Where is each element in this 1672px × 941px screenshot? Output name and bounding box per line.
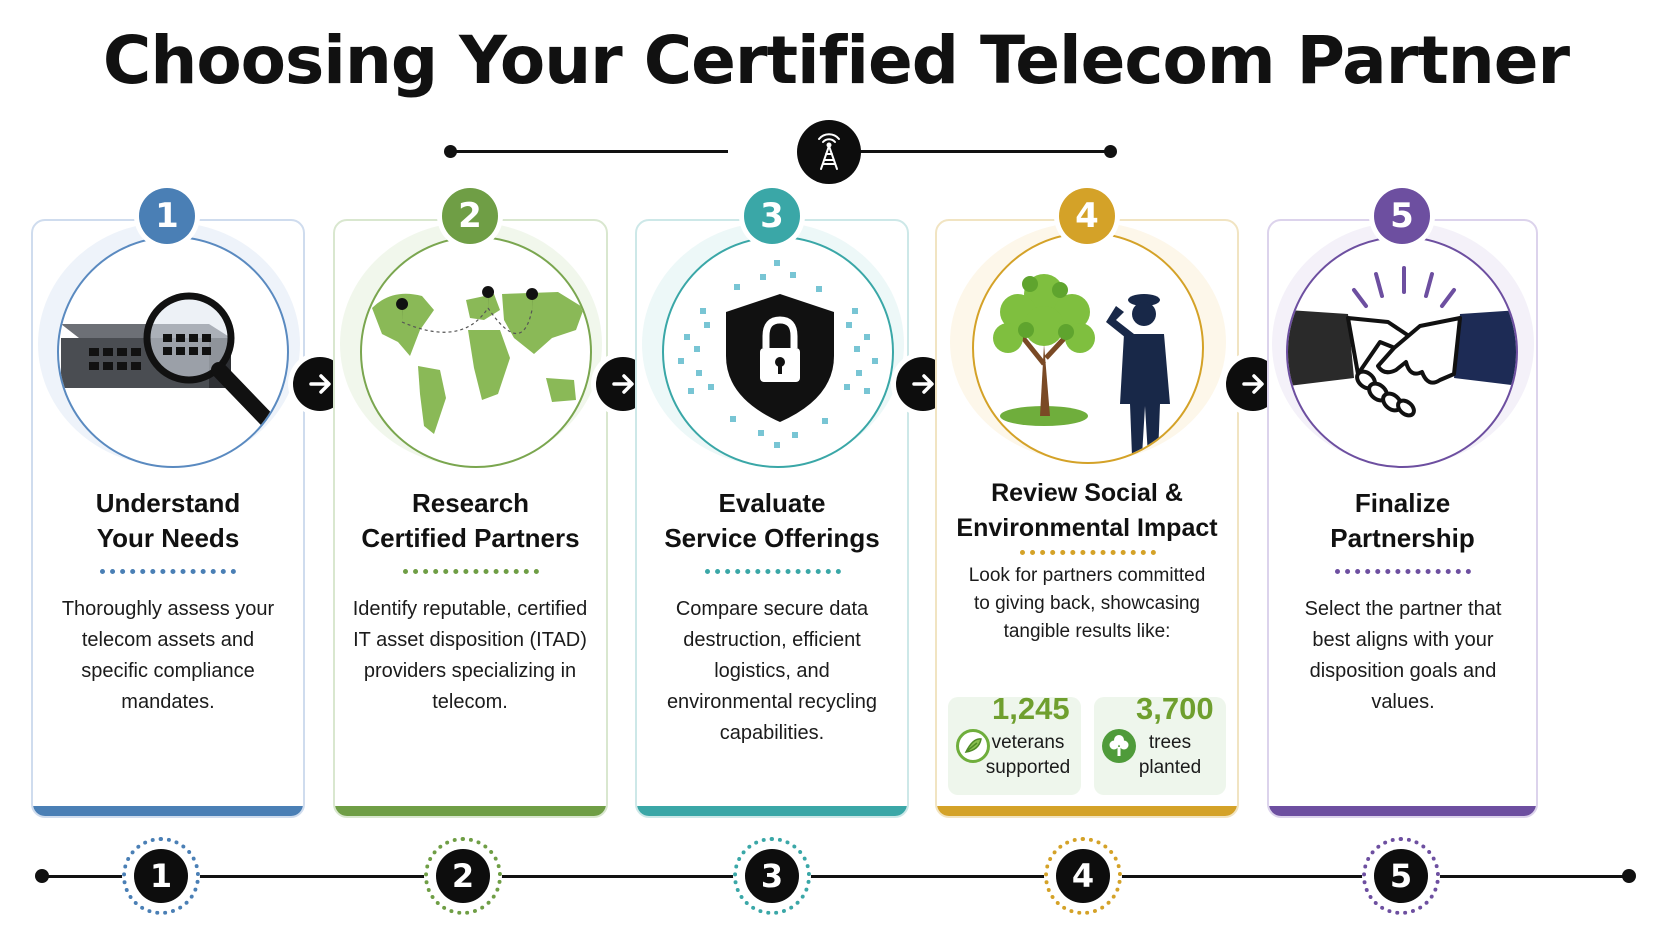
card-accent-bar [1269,806,1536,816]
heading-divider [1020,550,1156,555]
step-description: Look for partners committed to giving ba… [968,565,1206,642]
step-heading: Understand Your Needs [95,488,241,553]
tree-icon [1102,729,1136,763]
step-number-badge: 4 [1059,188,1115,244]
step-number-badge: 3 [744,188,800,244]
timeline-end-dot [1622,869,1636,883]
timeline-step-number: 2 [436,849,490,903]
timeline-step-4: 4 [1044,837,1122,915]
heading-divider [403,569,539,574]
step-description: Compare secure data destruction, efficie… [666,598,878,744]
timeline-step-3: 3 [733,837,811,915]
heading-divider [1335,569,1471,574]
veteran-badge-icon [956,729,990,763]
stat-value: 1,245 [992,691,1070,726]
stat-label: veterans supported [985,732,1071,778]
signal-tower-icon [797,120,861,184]
card-accent-bar [637,806,907,816]
step-illustration [1286,236,1518,468]
step-illustration [972,232,1204,464]
step-heading: Review Social & Environmental Impact [956,479,1218,542]
timeline-step-number: 3 [745,849,799,903]
card-accent-bar [937,806,1237,816]
title-rule-left [450,150,728,153]
network-switch-magnifier-icon [61,292,279,432]
title-rule-right [822,150,1112,153]
timeline-step-number: 4 [1056,849,1110,903]
page-title: Choosing Your Certified Telecom Partner [102,22,1570,99]
timeline-step-number: 1 [134,849,188,903]
handshake-icon [1288,266,1516,418]
step-description: Thoroughly assess your telecom assets an… [61,598,275,713]
step-illustration [57,236,289,468]
timeline-step-1: 1 [122,837,200,915]
step-heading: Finalize Partnership [1330,488,1475,553]
card-accent-bar [335,806,606,816]
step-number-badge: 1 [139,188,195,244]
timeline-step-number: 5 [1374,849,1428,903]
step-heading: Research Certified Partners [361,488,580,553]
stat-trees: 3,700 trees planted [1094,691,1226,795]
heading-divider [100,569,236,574]
step-heading: Evaluate Service Offerings [664,488,880,553]
step-illustration [662,236,894,468]
step-description: Identify reputable, certified IT asset d… [352,598,588,713]
timeline-end-dot [35,869,49,883]
stat-value: 3,700 [1136,691,1214,726]
step-description: Select the partner that best aligns with… [1304,598,1502,713]
step-illustration [360,236,592,468]
stat-label: trees planted [1138,732,1202,778]
bottom-timeline [42,875,1630,878]
security-shield-lock-icon [678,260,878,448]
timeline-step-5: 5 [1362,837,1440,915]
world-map-pins-icon [372,286,584,434]
step-number-badge: 2 [442,188,498,244]
card-accent-bar [33,806,303,816]
step-number-badge: 5 [1374,188,1430,244]
heading-divider [705,569,841,574]
tree-and-saluting-veteran-icon [993,274,1170,456]
timeline-step-2: 2 [424,837,502,915]
stat-veterans: 1,245 veterans supported [948,691,1081,795]
rule-dot-right [1104,145,1117,158]
